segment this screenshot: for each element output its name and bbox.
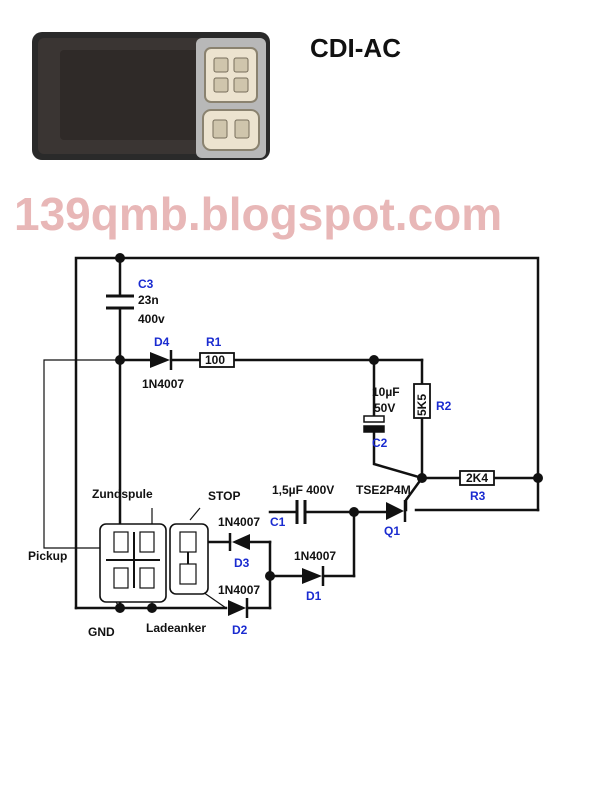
d1-part: 1N4007 bbox=[294, 549, 336, 563]
r2-value: 5K5 bbox=[415, 394, 429, 416]
pickup-label: Pickup bbox=[28, 549, 67, 563]
r3-value: 2K4 bbox=[466, 471, 488, 485]
capacitor-c1 bbox=[295, 500, 307, 524]
cdi-module-photo bbox=[32, 32, 270, 160]
capacitor-c3 bbox=[106, 294, 134, 310]
stop-lead bbox=[189, 507, 201, 521]
junction-dot bbox=[369, 355, 379, 365]
junction-dot bbox=[349, 507, 359, 517]
resistor-r3 bbox=[459, 470, 495, 486]
r1-ref: R1 bbox=[206, 335, 222, 349]
r3-ref: R3 bbox=[470, 489, 486, 503]
capacitor-c2 bbox=[363, 415, 385, 433]
page-title: CDI-AC bbox=[310, 33, 401, 63]
thyristor-q1 bbox=[386, 500, 407, 522]
junction-dot bbox=[417, 473, 427, 483]
pickup-wire bbox=[43, 359, 120, 549]
watermark: 139qmb.blogspot.com bbox=[14, 188, 502, 240]
zundspule-label: Zundspule bbox=[92, 487, 153, 501]
junctions bbox=[115, 253, 543, 613]
d4-ref: D4 bbox=[154, 335, 170, 349]
resistor-r2 bbox=[413, 383, 431, 419]
resistor-r1 bbox=[199, 352, 235, 368]
c2-value-1: 10µF bbox=[372, 385, 400, 399]
c1-value: 1,5µF 400V bbox=[272, 483, 334, 497]
junction-dot bbox=[115, 355, 125, 365]
c2-value-2: 50V bbox=[374, 401, 395, 415]
junction-dot bbox=[265, 571, 275, 581]
c2-ref: C2 bbox=[372, 436, 388, 450]
connector-4pin-photo bbox=[204, 47, 258, 103]
c1-ref: C1 bbox=[270, 515, 286, 529]
junction-dot bbox=[115, 603, 125, 613]
d2-ref: D2 bbox=[232, 623, 248, 637]
diode-d4 bbox=[150, 350, 173, 370]
diode-d2 bbox=[228, 598, 249, 618]
r2-ref: R2 bbox=[436, 399, 452, 413]
q1-part: TSE2P4M bbox=[356, 483, 411, 497]
outer-wire-top bbox=[74, 256, 540, 610]
junction-dot bbox=[147, 603, 157, 613]
c3-value-2: 400v bbox=[138, 312, 165, 326]
diode-d1 bbox=[302, 566, 325, 586]
diode-d3 bbox=[228, 533, 250, 551]
c3-value-1: 23n bbox=[138, 293, 159, 307]
c2-lead-bottom bbox=[372, 430, 424, 480]
connector-2pin-photo bbox=[202, 109, 260, 151]
stop-label: STOP bbox=[208, 489, 240, 503]
junction-dot bbox=[115, 253, 125, 263]
q1-ref: Q1 bbox=[384, 524, 400, 538]
d1-ref: D1 bbox=[306, 589, 322, 603]
d2-part: 1N4007 bbox=[218, 583, 260, 597]
d3-ref: D3 bbox=[234, 556, 250, 570]
r1-value: 100 bbox=[205, 353, 225, 367]
d4-part: 1N4007 bbox=[142, 377, 184, 391]
connector-block bbox=[99, 523, 209, 603]
junction-dot bbox=[533, 473, 543, 483]
gnd-label: GND bbox=[88, 625, 115, 639]
ladeanker-label: Ladeanker bbox=[146, 621, 206, 635]
c3-ref: C3 bbox=[138, 277, 154, 291]
d3-part: 1N4007 bbox=[218, 515, 260, 529]
